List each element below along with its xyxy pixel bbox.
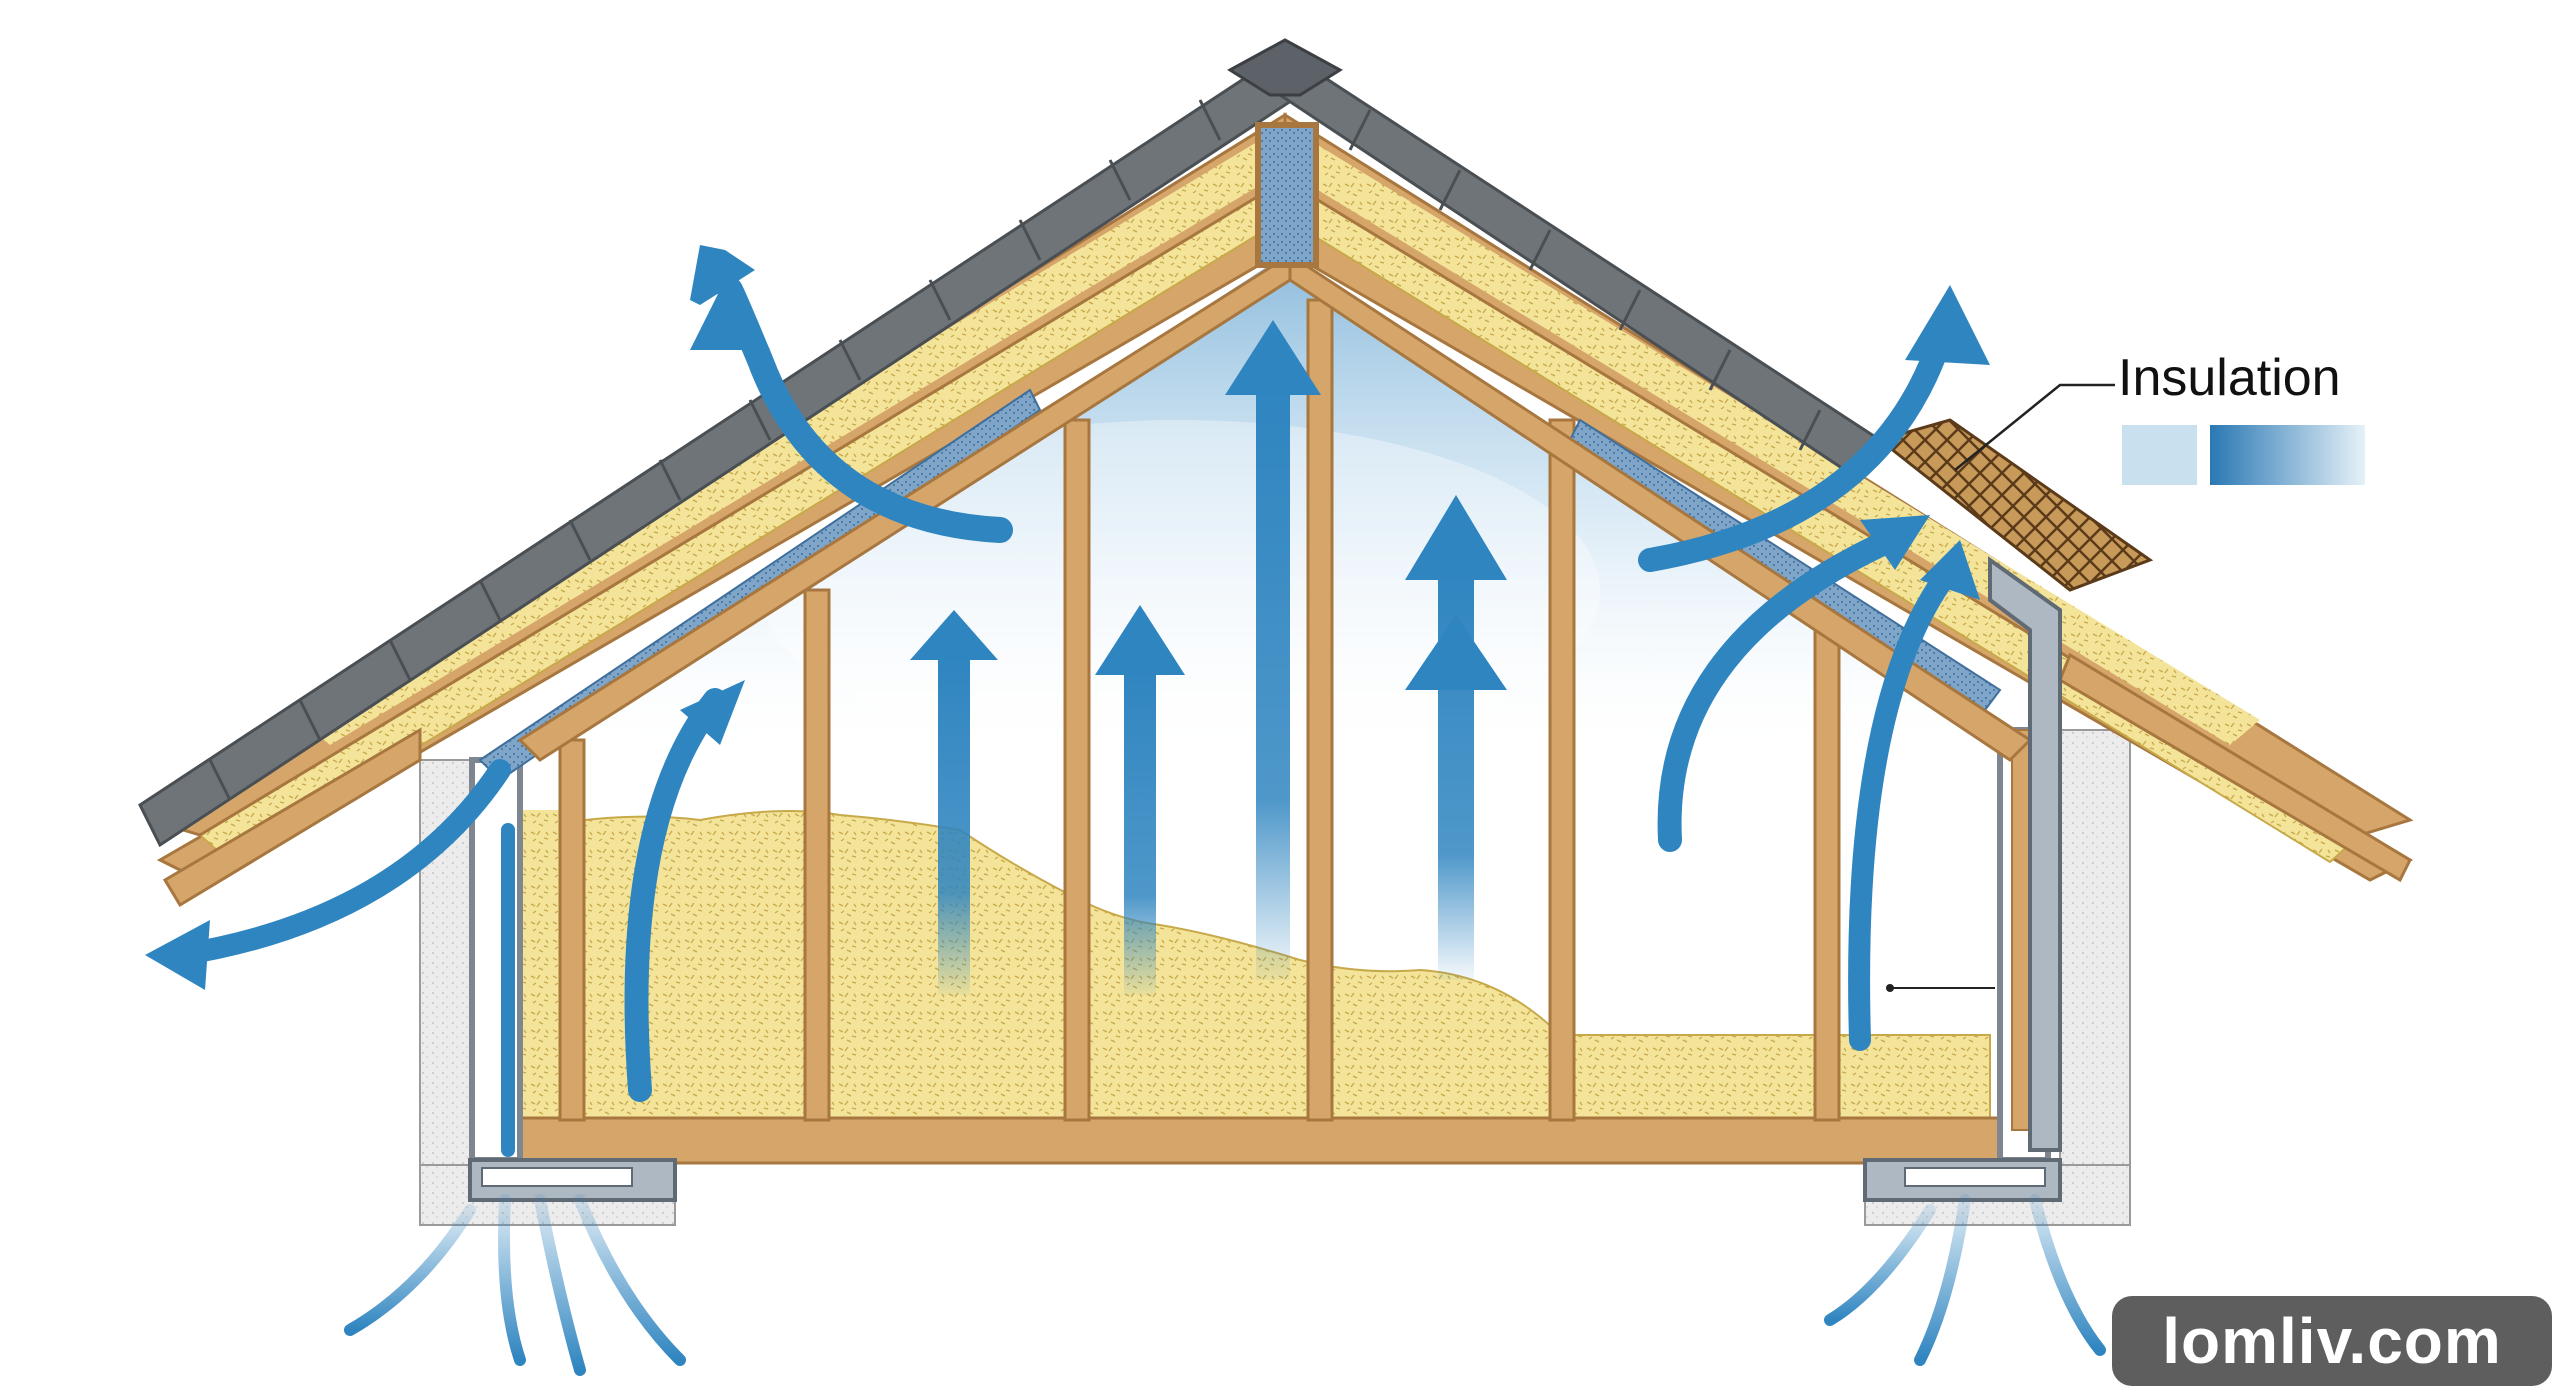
roof-vent-lattice bbox=[1876, 418, 2154, 592]
arrow-right-curve2-head bbox=[1920, 540, 1980, 600]
left-soffit-vent bbox=[468, 1158, 677, 1202]
ridge-board bbox=[1255, 122, 1319, 268]
legend-title: Insulation bbox=[2118, 349, 2341, 407]
arrow-eave-left-head bbox=[145, 920, 210, 990]
right-vent-channel bbox=[1988, 556, 2062, 1152]
arrow-exit-left-head2 bbox=[690, 270, 770, 350]
left-eave-fascia bbox=[162, 727, 422, 908]
legend-swatch-light bbox=[2122, 425, 2197, 485]
arrow-heads bbox=[145, 245, 1990, 990]
right-eave-fascia bbox=[2058, 652, 2412, 883]
watermark-badge: lomliv.com bbox=[2112, 1296, 2552, 1386]
arrow-up-head bbox=[910, 610, 998, 660]
rising-air-shafts bbox=[938, 380, 1474, 995]
right-wall bbox=[2059, 729, 2131, 1226]
right-shingle-lines bbox=[1348, 109, 1822, 451]
watermark-text: lomliv.com bbox=[2162, 1305, 2502, 1377]
airflow-arrows bbox=[169, 277, 1961, 1157]
intake-arrows-left bbox=[344, 1194, 686, 1376]
ridge-cap bbox=[1227, 38, 1343, 97]
legend-swatch-gradient bbox=[2210, 425, 2365, 485]
floor-insulation bbox=[519, 810, 1991, 1121]
intake-arrows-right bbox=[1824, 1194, 2106, 1376]
arrow-up-head bbox=[1225, 320, 1321, 395]
left-cavity-insulation bbox=[520, 810, 560, 1120]
arrow-up-head bbox=[1405, 615, 1507, 690]
right-soffit-vent bbox=[1863, 1158, 2062, 1202]
annotation-dot bbox=[1886, 984, 1894, 992]
arrow-right-curve-head bbox=[1860, 515, 1930, 570]
arrow-exit-left-head bbox=[690, 245, 755, 305]
left-shingle-lines bbox=[208, 99, 1222, 801]
ceiling-joist bbox=[518, 1116, 2017, 1165]
arrow-inner-left-head bbox=[680, 680, 745, 745]
arrow-up-head bbox=[1405, 495, 1507, 580]
vertical-studs bbox=[558, 298, 1841, 1122]
legend-leader-line bbox=[1954, 383, 2115, 471]
arrow-exit-right-head bbox=[1905, 285, 1990, 365]
arrow-up-head bbox=[1095, 605, 1185, 675]
